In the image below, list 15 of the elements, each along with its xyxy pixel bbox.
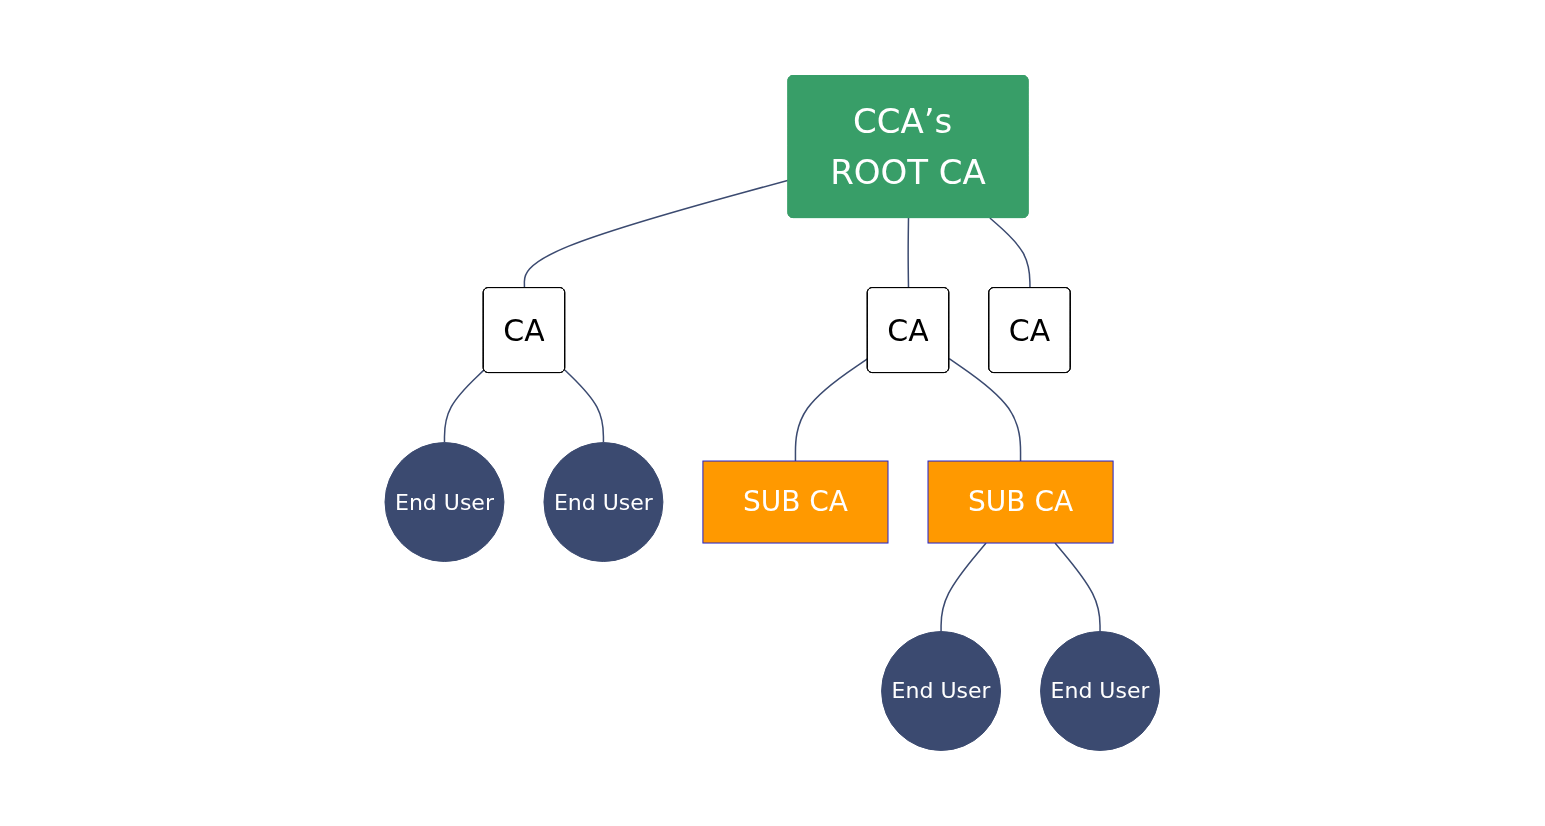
connector [940, 542, 988, 633]
node-box: SUB CA [702, 460, 889, 544]
connector [564, 369, 605, 444]
node-circle: End User [881, 631, 1002, 751]
node-box: SUB CA [927, 460, 1114, 544]
connector [948, 357, 1022, 462]
node-circle: End User [384, 442, 505, 562]
node-circle: End User [1040, 631, 1161, 751]
connector [907, 217, 910, 289]
node-circle: End User [543, 442, 664, 562]
connector [794, 357, 869, 462]
connector [444, 369, 486, 444]
connector [1054, 542, 1101, 633]
connector [989, 217, 1031, 289]
connector [523, 179, 790, 289]
